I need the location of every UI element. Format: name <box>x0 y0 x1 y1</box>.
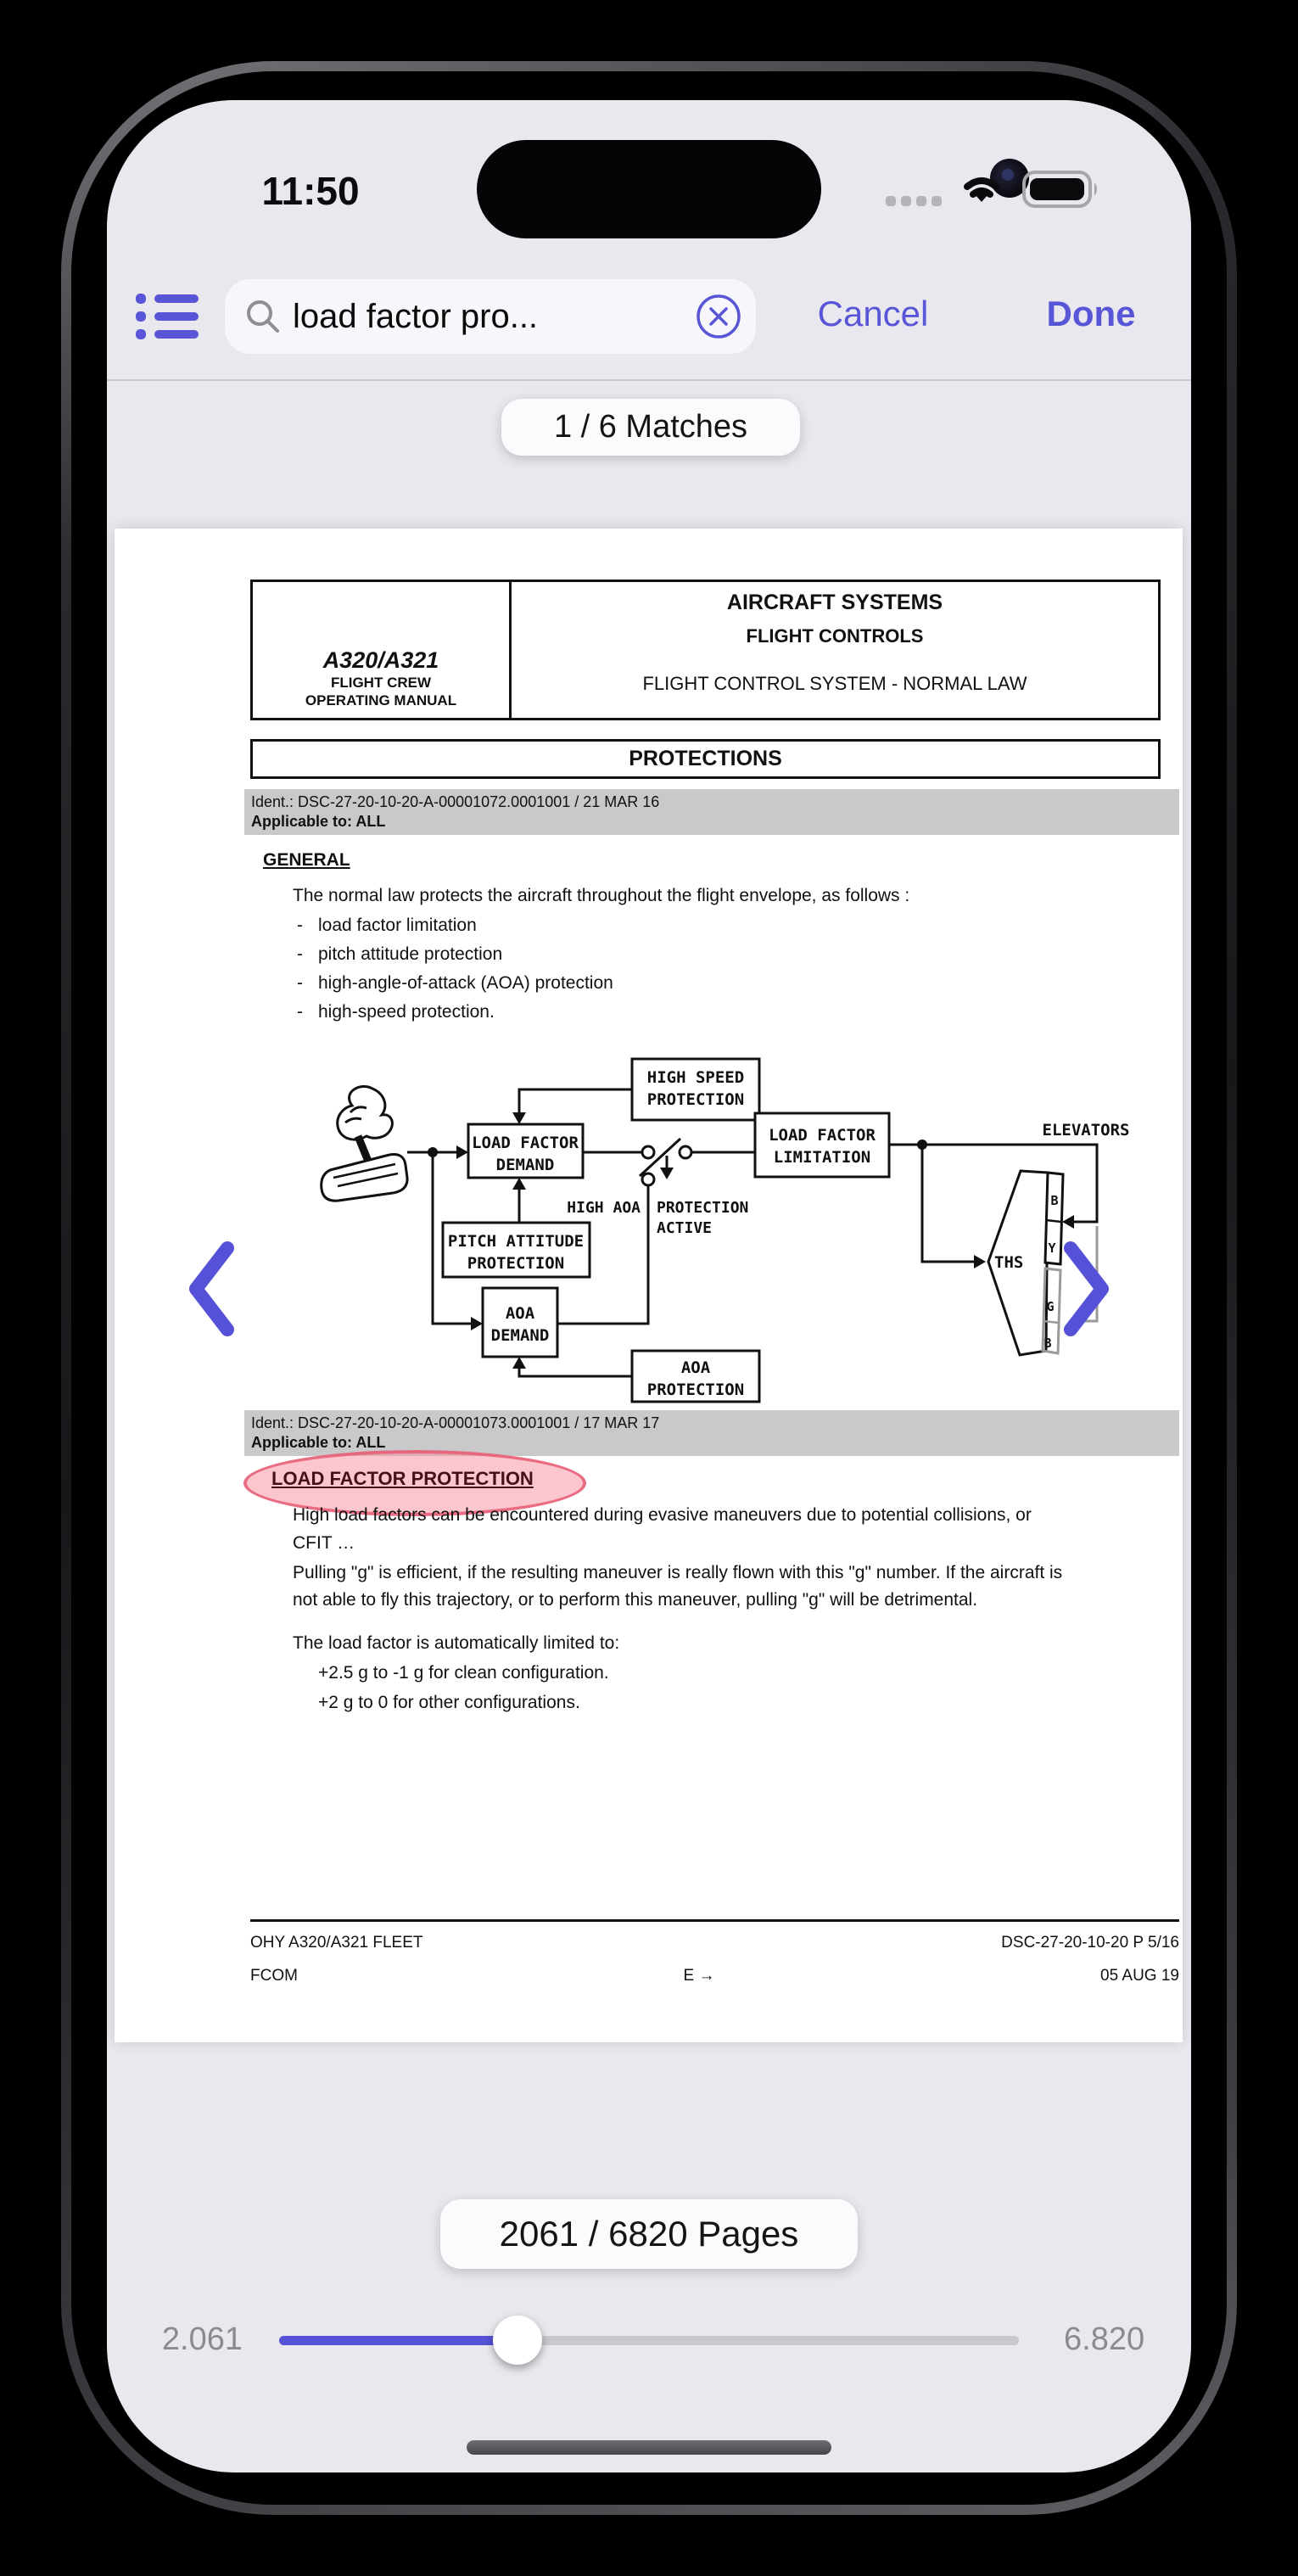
aircraft-model: A320/A321 <box>322 647 439 673</box>
footer-manual: FCOM <box>250 1967 298 1985</box>
slider-min-label: 2.061 <box>161 2321 243 2357</box>
limit-line: +2 g to 0 for other configurations. <box>318 1693 580 1712</box>
manual-name-line: OPERATING MANUAL <box>305 692 457 708</box>
status-time: 11:50 <box>261 169 360 213</box>
bullet-dash: - <box>297 973 303 993</box>
chapter-title: AIRCRAFT SYSTEMS <box>726 591 943 614</box>
cellular-dot-icon <box>901 196 911 206</box>
footer-continuation: E → <box>683 1967 715 1985</box>
search-icon <box>247 300 279 333</box>
search-input[interactable] <box>291 296 668 337</box>
diagram-label: HIGH AOA <box>567 1199 641 1217</box>
bullet-item: - pitch attitude protection <box>297 944 502 965</box>
footer-doc-ref: DSC-27-20-10-20 P 5/16 <box>1001 1934 1179 1952</box>
applicable-line: Applicable to: ALL <box>251 1434 386 1451</box>
actuator-label: Y <box>1048 1240 1055 1256</box>
slider-max-label: 6.820 <box>1064 2321 1145 2357</box>
protections-banner: PROTECTIONS <box>250 739 1161 779</box>
load-factor-protection-heading: LOAD FACTOR PROTECTION <box>271 1468 534 1489</box>
paragraph-line: High load factors can be encountered dur… <box>293 1505 1032 1525</box>
next-page-button[interactable] <box>1058 1238 1117 1340</box>
cellular-dot-icon <box>916 196 926 206</box>
paragraph-line: The load factor is automatically limited… <box>293 1633 620 1653</box>
paragraph-line: CFIT … <box>293 1533 355 1553</box>
bullet-text: load factor limitation <box>318 916 477 935</box>
diagram-label: ELEVATORS <box>1043 1121 1130 1140</box>
clear-search-icon[interactable] <box>695 293 742 340</box>
bullet-dash: - <box>297 944 303 964</box>
diagram-label: PROTECTION <box>657 1199 748 1217</box>
outline-list-button[interactable] <box>134 292 199 341</box>
applicable-line: Applicable to: ALL <box>251 813 386 830</box>
ident-line: Ident.: DSC-27-20-10-20-A-00001073.00010… <box>251 1414 660 1431</box>
diagram-label: THS <box>994 1253 1023 1272</box>
footer-fleet: OHY A320/A321 FLEET <box>250 1934 423 1952</box>
manual-name-line: FLIGHT CREW <box>330 675 432 691</box>
cancel-button[interactable]: Cancel <box>817 294 929 333</box>
bullet-item: - high-speed protection. <box>297 1002 495 1022</box>
diagram-label: PROTECTION <box>647 1380 744 1399</box>
diagram-label: DEMAND <box>491 1326 550 1345</box>
diagram-label: AOA <box>681 1358 711 1377</box>
diagram-label: ACTIVE <box>657 1219 712 1237</box>
footer-date: 05 AUG 19 <box>1100 1967 1179 1985</box>
bullet-text: high-angle-of-attack (AOA) protection <box>318 973 613 993</box>
ident-block-2: Ident.: DSC-27-20-10-20-A-00001073.00010… <box>244 1410 1179 1456</box>
sidestick-icon <box>320 1085 409 1202</box>
actuator-label: B <box>1050 1193 1058 1208</box>
pdf-page[interactable]: A320/A321 FLIGHT CREW OPERATING MANUAL A… <box>115 529 1183 2042</box>
paragraph-line: not able to fly this trajectory, or to p… <box>293 1590 978 1610</box>
bullet-text: high-speed protection. <box>318 1002 495 1022</box>
toolbar-separator <box>107 379 1191 381</box>
page-slider-track[interactable] <box>279 2336 1019 2345</box>
normal-law-diagram: HIGH SPEED PROTECTION LOAD FACTOR DEMAND… <box>320 1057 1130 1403</box>
paragraph-line: Pulling "g" is efficient, if the resulti… <box>293 1563 1063 1582</box>
page-slider-thumb[interactable] <box>493 2316 542 2365</box>
battery-icon <box>1022 171 1097 208</box>
cellular-dot-icon <box>932 196 942 206</box>
diagram-label: DEMAND <box>496 1156 555 1174</box>
page-slider-fill <box>279 2336 518 2345</box>
pages-badge: 2061 / 6820 Pages <box>440 2199 858 2269</box>
bullet-text: pitch attitude protection <box>318 944 503 964</box>
search-field[interactable] <box>225 279 756 354</box>
wifi-icon <box>964 177 999 202</box>
footer-rule <box>250 1919 1179 1922</box>
section-title: FLIGHT CONTROLS <box>746 625 924 647</box>
home-indicator[interactable] <box>467 2440 831 2455</box>
diagram-label: LOAD FACTOR <box>472 1134 579 1152</box>
ident-line: Ident.: DSC-27-20-10-20-A-00001072.00010… <box>251 793 660 810</box>
footer-row-1: OHY A320/A321 FLEET DSC-27-20-10-20 P 5/… <box>250 1934 1179 1952</box>
bullet-item: - load factor limitation <box>297 916 477 936</box>
diagram-label: PITCH ATTITUDE <box>448 1232 584 1251</box>
actuator-label: G <box>1046 1299 1054 1314</box>
diagram-label: LOAD FACTOR <box>769 1126 876 1145</box>
diagram-label: HIGH SPEED <box>647 1068 744 1087</box>
phone-screen: 11:50 Cancel Done 1 / 6 M <box>107 100 1191 2472</box>
matches-badge: 1 / 6 Matches <box>501 399 800 456</box>
search-match-highlight <box>243 1450 586 1516</box>
subsection-title: FLIGHT CONTROL SYSTEM - NORMAL LAW <box>642 673 1027 694</box>
footer-row-2: FCOM E → 05 AUG 19 <box>250 1967 1179 1985</box>
diagram-label: LIMITATION <box>774 1148 870 1167</box>
general-heading: GENERAL <box>263 850 350 870</box>
bullet-dash: - <box>297 916 303 935</box>
done-button[interactable]: Done <box>1046 294 1136 333</box>
ident-block-1: Ident.: DSC-27-20-10-20-A-00001072.00010… <box>244 789 1179 835</box>
intro-paragraph: The normal law protects the aircraft thr… <box>293 886 910 905</box>
diagram-label: PROTECTION <box>647 1090 744 1109</box>
diagram-label: PROTECTION <box>467 1254 564 1273</box>
cellular-dot-icon <box>886 196 896 206</box>
diagram-label: AOA <box>506 1304 535 1323</box>
limit-line: +2.5 g to -1 g for clean configuration. <box>318 1663 609 1683</box>
manual-header-table: A320/A321 FLIGHT CREW OPERATING MANUAL A… <box>250 580 1161 720</box>
dynamic-island <box>477 140 1029 238</box>
bullet-item: - high-angle-of-attack (AOA) protection <box>297 973 613 994</box>
bullet-dash: - <box>297 1002 303 1022</box>
actuator-label: B <box>1043 1336 1051 1351</box>
previous-page-button[interactable] <box>181 1238 240 1340</box>
